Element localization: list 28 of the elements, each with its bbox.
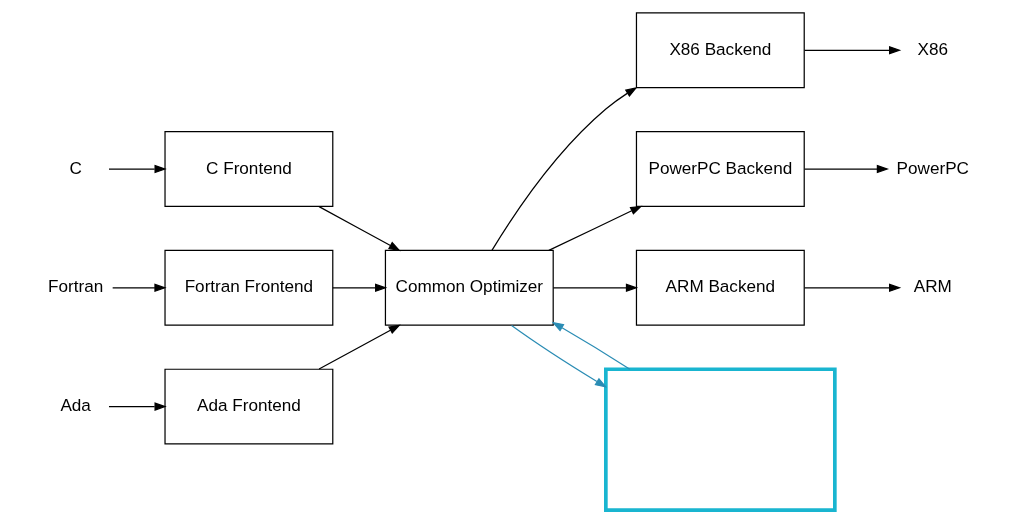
node-box: X86 Backend: [635, 12, 805, 89]
arrow: [108, 164, 167, 174]
arrow: [510, 324, 608, 388]
node-box: Fortran Frontend: [164, 249, 334, 326]
node-text: Ada: [60, 395, 91, 416]
node-text: X86: [917, 38, 949, 59]
arrow: [491, 86, 638, 251]
node-text: C: [69, 157, 82, 178]
node-box: Common Optimizer: [384, 249, 554, 326]
node-box: ARM Backend: [635, 249, 805, 326]
node-box: PowerPC Backend: [635, 131, 805, 207]
node-box: [604, 367, 837, 512]
node-box: C Frontend: [164, 131, 334, 207]
arrow: [552, 283, 639, 293]
node-text: Fortran: [48, 276, 104, 297]
arrow: [318, 206, 401, 252]
arrow: [112, 283, 167, 293]
node-text: ARM: [913, 276, 952, 297]
node-box: Ada Frontend: [164, 368, 334, 445]
arrow: [803, 164, 890, 174]
arrow: [332, 283, 388, 293]
arrow: [803, 45, 902, 55]
arrow: [548, 205, 643, 251]
node-text: PowerPC: [896, 157, 969, 178]
arrow: [108, 402, 167, 411]
arrow: [803, 283, 902, 293]
arrow: [551, 321, 631, 370]
arrow: [318, 324, 401, 370]
